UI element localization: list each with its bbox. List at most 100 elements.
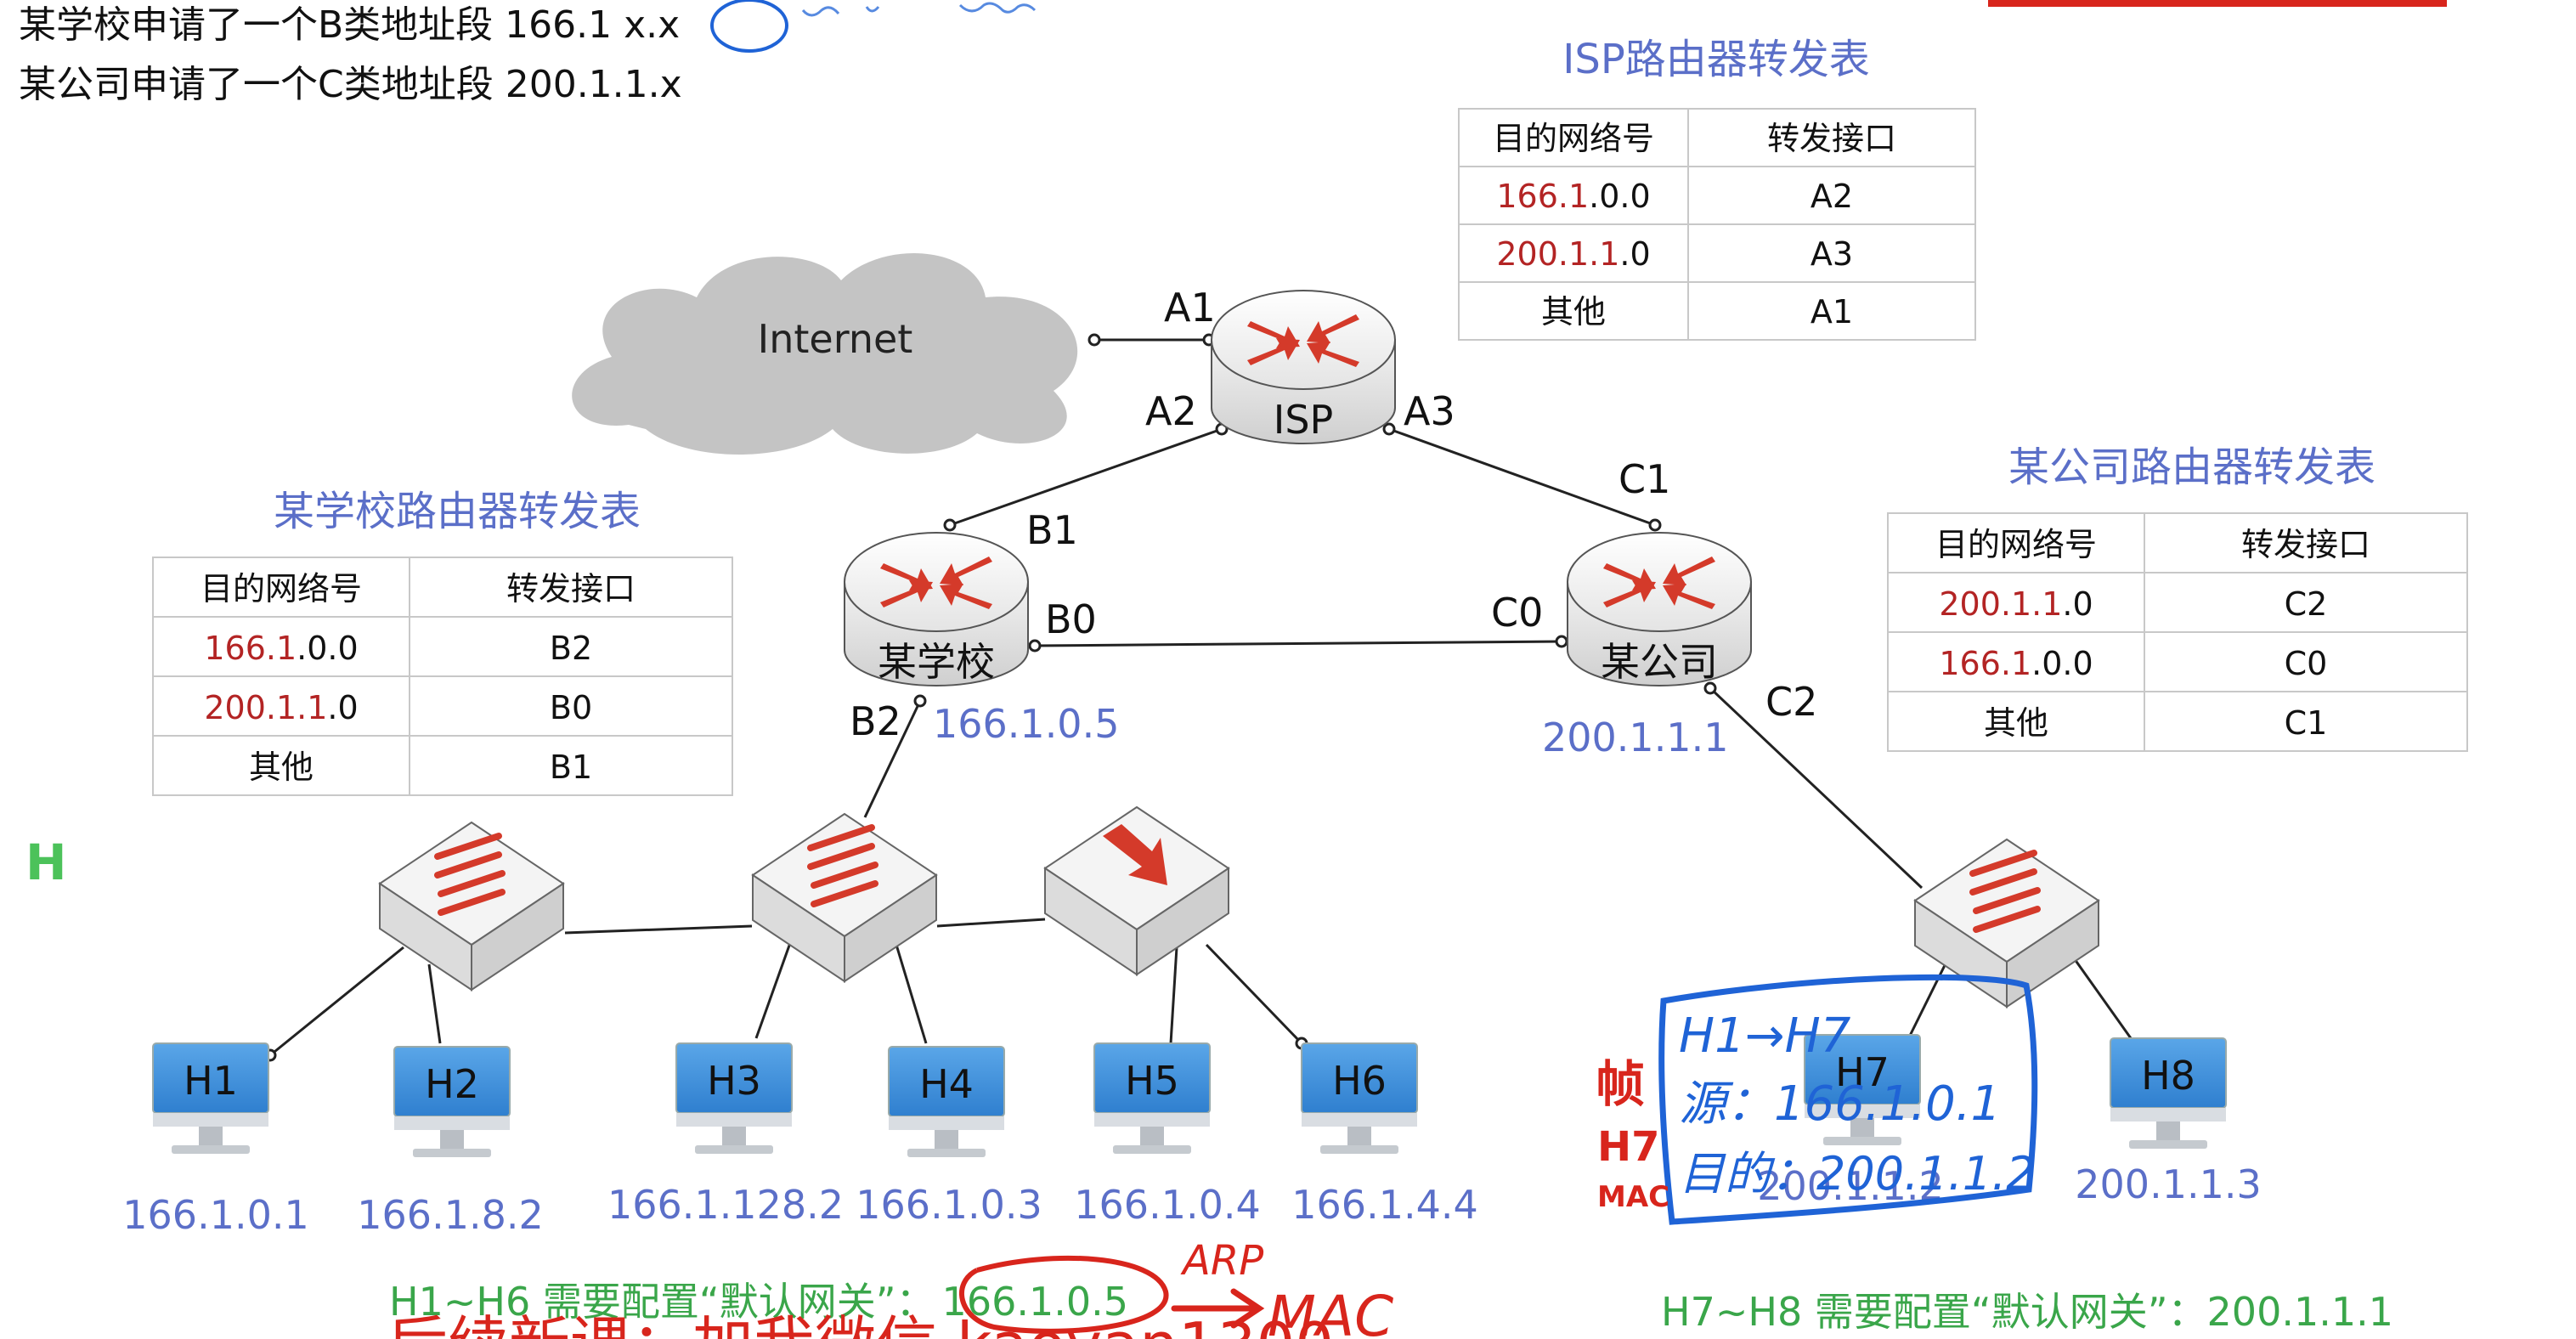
router-isp: ISP <box>1211 290 1396 444</box>
table-cell: 其他 <box>1984 704 2048 742</box>
table-cell: 200.1.1.0 <box>204 689 358 726</box>
school-forwarding-table: 某学校路由器转发表 目的网络号 转发接口 166.1.0.0 B2 200.1.… <box>152 488 733 796</box>
port-a3: A3 <box>1404 388 1455 434</box>
table-header: 目的网络号 <box>1935 526 2097 563</box>
table-cell: B0 <box>550 689 592 726</box>
table-cell: B2 <box>550 630 592 667</box>
router-company: 某公司 <box>1567 532 1752 686</box>
isp-forwarding-table: ISP路由器转发表 目的网络号 转发接口 166.1.0.0 A2 200.1.… <box>1458 36 1976 341</box>
port-c2: C2 <box>1765 679 1817 725</box>
table-header: 转发接口 <box>506 570 636 607</box>
router-school-label: 某学校 <box>878 639 995 685</box>
table-title: 某公司路由器转发表 <box>2008 444 2375 491</box>
host-label: H2 <box>425 1061 479 1107</box>
table-title: 某学校路由器转发表 <box>274 488 641 535</box>
internet-label: Internet <box>758 316 913 362</box>
router-isp-label: ISP <box>1274 397 1334 443</box>
router-arrows-icon <box>1603 557 1715 609</box>
pen-arp: ARP <box>1180 1237 1263 1285</box>
table-cell: 其他 <box>1541 293 1606 331</box>
port-a2: A2 <box>1145 388 1197 434</box>
pen-mac: MAC <box>1268 1284 1393 1339</box>
svg-text:帧: 帧 <box>1596 1055 1645 1113</box>
host-label: H8 <box>2141 1053 2195 1099</box>
link-sw1-h1 <box>269 946 404 1057</box>
host-h6: H6 166.1.4.4 <box>1291 1042 1478 1228</box>
host-label: H6 <box>1332 1058 1387 1104</box>
link-b0-c0 <box>1034 640 1562 647</box>
cropped-red-caption: 后续新课：加我微信 kaoyan1300 <box>387 1309 1334 1339</box>
link-a3-c1 <box>1388 427 1656 527</box>
host-h8: H8 200.1.1.3 <box>2075 1037 2262 1207</box>
switch-arrows-icon <box>1969 850 2041 933</box>
host-ip: 166.1.4.4 <box>1291 1182 1477 1228</box>
router-arrows-icon <box>880 557 992 609</box>
host-ip: 166.1.8.2 <box>357 1192 543 1238</box>
port-a1: A1 <box>1164 285 1216 331</box>
port-c1: C1 <box>1618 456 1670 502</box>
pen-scribble-top <box>801 2 1037 17</box>
link-sw2-h4 <box>895 944 928 1044</box>
switch-2 <box>751 812 938 983</box>
host-h2: H2 166.1.8.2 <box>357 1046 544 1238</box>
svg-text:MAC: MAC <box>1597 1180 1669 1214</box>
host-h5: H5 166.1.0.4 <box>1074 1042 1261 1228</box>
link-b2-switch2 <box>863 700 922 818</box>
table-cell: 200.1.1.0 <box>1496 235 1650 273</box>
port-c0: C0 <box>1491 590 1543 636</box>
table-header: 目的网络号 <box>201 570 362 607</box>
hub-3 <box>1043 805 1230 976</box>
host-label: H5 <box>1125 1058 1179 1104</box>
switch-arrows-icon <box>807 824 878 907</box>
internet-cloud: Internet <box>572 252 1078 455</box>
table-title: ISP路由器转发表 <box>1562 36 1870 83</box>
pen-circle-xx <box>710 0 788 53</box>
host-ip: 200.1.1.3 <box>2075 1161 2261 1207</box>
gateway-company-ip: 200.1.1.1 <box>1542 715 1728 760</box>
table-header: 转发接口 <box>2241 526 2370 563</box>
link-sw3-h6 <box>1205 943 1303 1045</box>
switch-arrows-icon <box>434 833 506 916</box>
link-sw2-h3 <box>754 942 792 1039</box>
table-cell: C0 <box>2285 645 2328 682</box>
link-c2-switch4 <box>1709 686 1924 890</box>
host-ip: 166.1.0.1 <box>122 1192 308 1238</box>
pen-side-note: 帧 H7 MAC <box>1596 1055 1669 1214</box>
links <box>269 338 2133 1057</box>
switch-1 <box>378 821 565 992</box>
table-cell: 166.1.0.0 <box>1939 645 2093 682</box>
pen-circle-gateway <box>959 1255 1169 1334</box>
table-cell: 166.1.0.0 <box>1496 178 1650 215</box>
host-h1: H1 166.1.0.1 <box>122 1042 309 1238</box>
host-label: H4 <box>919 1061 974 1107</box>
svg-text:H1→H7: H1→H7 <box>1679 1008 1851 1064</box>
table-cell: B1 <box>550 749 592 786</box>
svg-text:源：166.1.0.1: 源：166.1.0.1 <box>1679 1076 2001 1132</box>
footer-note-left: H1~H6 需要配置“默认网关”：166.1.0.5 <box>389 1279 1128 1325</box>
svg-text:目的：200.1.1.2: 目的：200.1.1.2 <box>1679 1147 2036 1201</box>
router-school: 某学校 <box>844 532 1029 686</box>
router-company-label: 某公司 <box>1601 639 1718 685</box>
link-a2-b1 <box>949 427 1223 527</box>
pen-box-h7 <box>1658 974 2038 1225</box>
host-ip: 166.1.128.2 <box>607 1182 844 1228</box>
table-cell: 166.1.0.0 <box>204 630 358 667</box>
table-cell: 200.1.1.0 <box>1939 585 2093 623</box>
host-label: H3 <box>707 1058 761 1104</box>
router-arrows-icon <box>1247 314 1359 367</box>
table-header: 转发接口 <box>1767 120 1896 157</box>
table-cell: A1 <box>1811 293 1853 331</box>
company-forwarding-table: 某公司路由器转发表 目的网络号 转发接口 200.1.1.0 C2 166.1.… <box>1887 444 2468 752</box>
gateway-school-ip: 166.1.0.5 <box>933 701 1119 747</box>
link-sw1-h2 <box>427 963 442 1044</box>
port-b2: B2 <box>850 698 901 744</box>
port-b1: B1 <box>1026 507 1078 553</box>
svg-text:H7: H7 <box>1597 1123 1660 1171</box>
pen-box-text: H1→H7 源：166.1.0.1 目的：200.1.1.2 <box>1679 1008 2036 1201</box>
host-ip: 166.1.0.3 <box>856 1182 1042 1228</box>
pen-arrow-icon <box>1171 1288 1265 1329</box>
pen-green-h: H <box>25 833 67 891</box>
top-red-bar <box>1988 0 2447 7</box>
port-labels: A1 A2 A3 B1 B0 B2 C1 C0 C2 <box>850 285 1817 744</box>
table-cell: C1 <box>2285 704 2328 742</box>
